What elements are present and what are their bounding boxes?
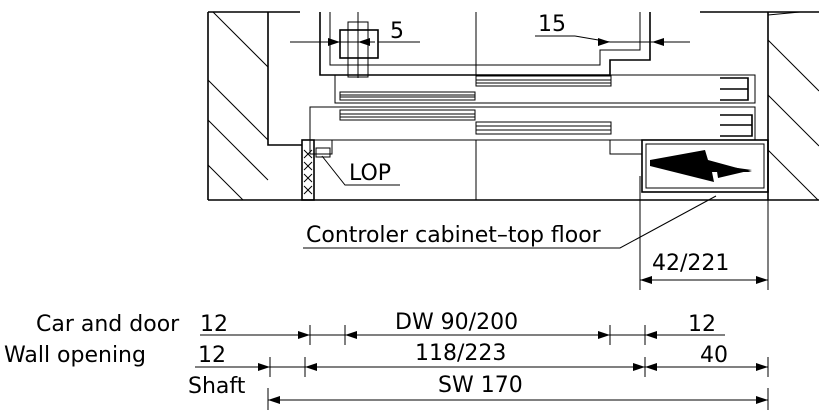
lop-leader xyxy=(321,155,400,186)
left-wall xyxy=(207,11,302,201)
cabinet-arrow-icon xyxy=(650,150,752,182)
row-car-door-label: Car and door xyxy=(36,312,180,337)
dimension-42-221: 42/221 xyxy=(639,176,769,290)
door-frame-right xyxy=(609,139,643,155)
controller-cabinet xyxy=(641,139,769,193)
door-frame-left xyxy=(301,139,333,201)
shaft-dimension-line xyxy=(267,388,769,410)
car-door-dimension-line xyxy=(200,325,725,345)
car-door-left-value: 12 xyxy=(200,312,228,337)
wall-opening-dimension-line xyxy=(195,357,769,377)
door-hanger xyxy=(339,29,379,59)
dimension-15: 15 xyxy=(535,12,690,46)
wall-opening-right-value: 40 xyxy=(700,343,728,368)
wall-opening-mid-value: 118/223 xyxy=(415,341,506,366)
row-wall-opening-label: Wall opening xyxy=(4,343,146,368)
controller-cabinet-leader xyxy=(303,195,717,249)
car-door-right-value: 12 xyxy=(688,312,716,337)
car-door-panels xyxy=(334,74,756,104)
car-door-dw-value: DW 90/200 xyxy=(395,310,518,335)
car-frame xyxy=(319,12,651,78)
row-shaft-label: Shaft xyxy=(188,374,246,399)
shaft-sw-value: SW 170 xyxy=(438,373,523,398)
dim-15-label: 15 xyxy=(538,12,566,37)
dim-5-label: 5 xyxy=(390,19,404,44)
dimension-5: 5 xyxy=(290,19,420,46)
controller-cabinet-label: Controler cabinet–top floor xyxy=(306,223,602,248)
landing-door-panels xyxy=(309,106,756,200)
wall-opening-left-value: 12 xyxy=(198,343,226,368)
lop-label: LOP xyxy=(349,161,391,186)
dim-42-221-label: 42/221 xyxy=(652,251,729,276)
